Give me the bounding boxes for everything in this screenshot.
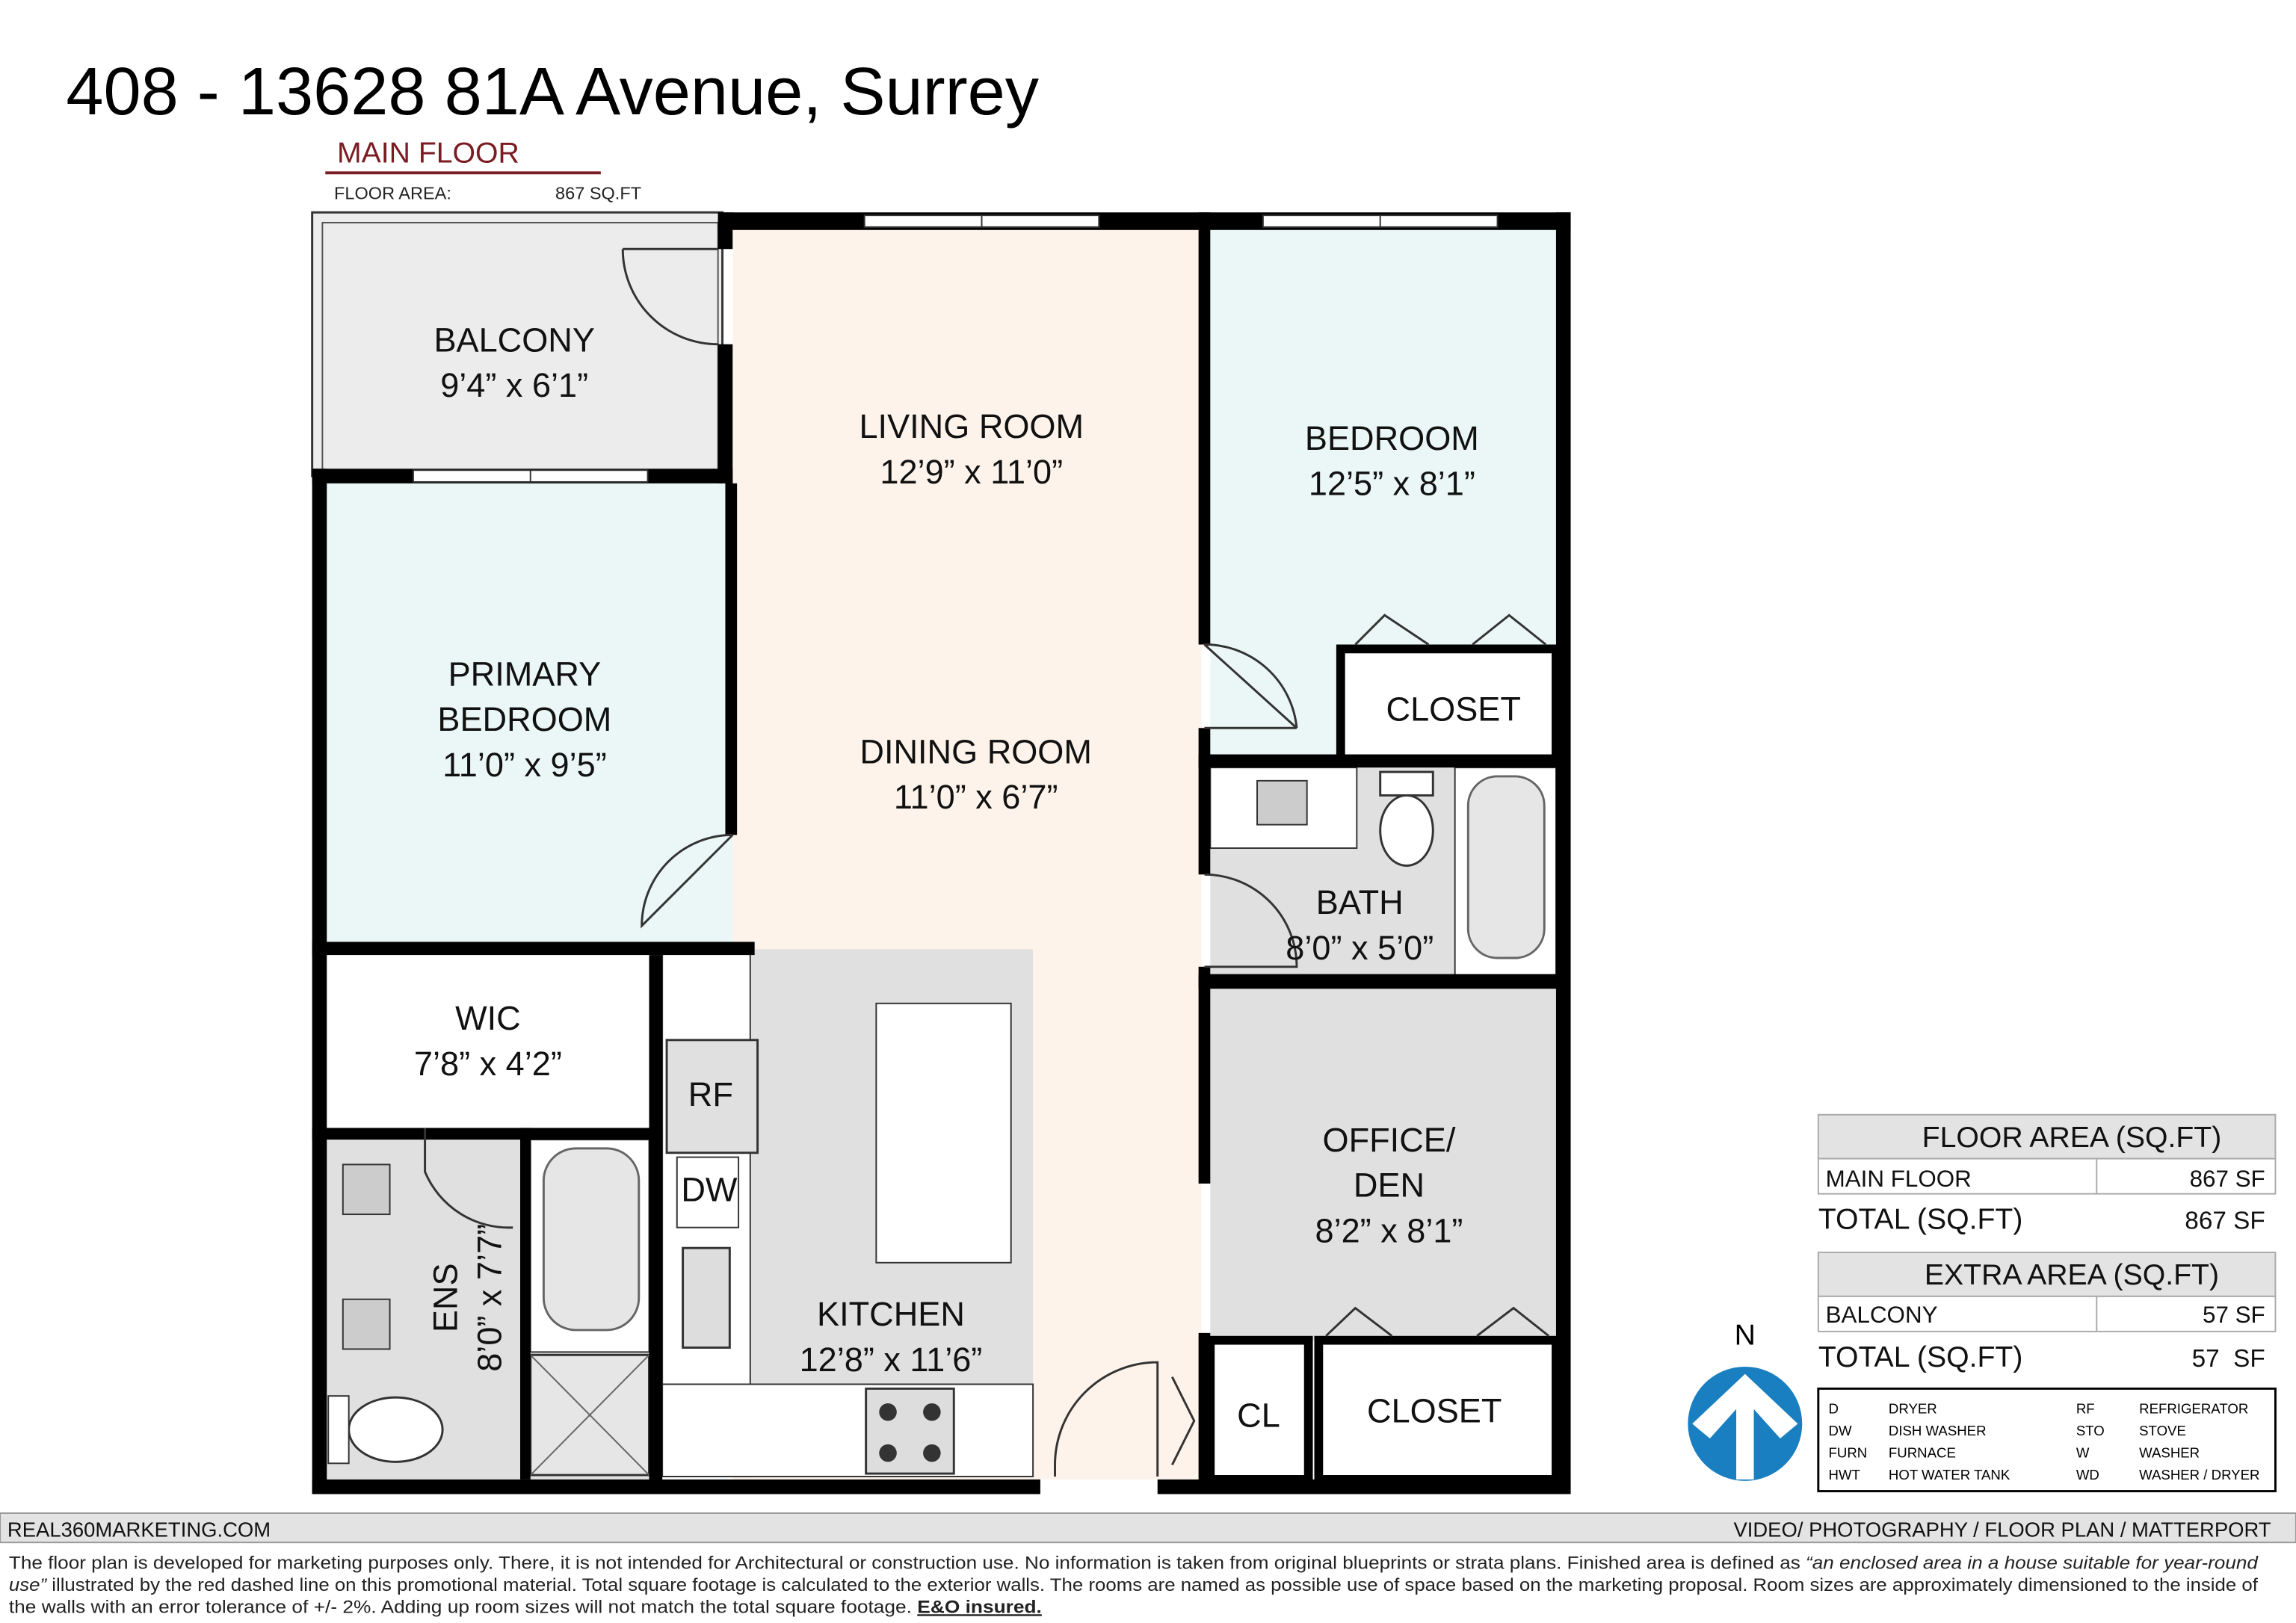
legend-code: FURN bbox=[1829, 1444, 1868, 1460]
total-extra-label: TOTAL (SQ.FT) bbox=[1818, 1341, 2023, 1373]
living-room-name: LIVING ROOM bbox=[860, 407, 1084, 445]
balcony-size: 9’4” x 6’1” bbox=[440, 366, 588, 404]
door-swings bbox=[424, 247, 1550, 1477]
main-floor-value: 867 SF bbox=[2190, 1166, 2265, 1192]
page-title: 408 - 13628 81A Avenue, Surrey bbox=[66, 54, 1039, 129]
legend-desc: REFRIGERATOR bbox=[2139, 1401, 2248, 1417]
disclaimer-line-3: the walls with an error tolerance of +/-… bbox=[9, 1597, 917, 1617]
disclaimer-quote-1: “an enclosed area in a house suitable fo… bbox=[1806, 1553, 2259, 1573]
floor-label: MAIN FLOOR bbox=[337, 137, 519, 170]
legend-desc: HOT WATER TANK bbox=[1889, 1467, 2010, 1483]
legend-code: HWT bbox=[1829, 1467, 1860, 1483]
bath-size: 8’0” x 5’0” bbox=[1286, 929, 1434, 967]
legend-desc: DRYER bbox=[1889, 1401, 1937, 1417]
floor-area-table: FLOOR AREA (SQ.FT) MAIN FLOOR 867 SF TOT… bbox=[1817, 1113, 2277, 1236]
legend-code: WD bbox=[2076, 1467, 2099, 1483]
extra-area-header: EXTRA AREA (SQ.FT) bbox=[1925, 1259, 2219, 1291]
main-floor-label: MAIN FLOOR bbox=[1826, 1166, 1972, 1192]
dining-room-size: 11’0” x 6’7” bbox=[894, 778, 1058, 816]
insured-note: E&O insured. bbox=[917, 1597, 1042, 1617]
wic-size: 7’8” x 4’2” bbox=[414, 1045, 562, 1083]
legend-desc: DISH WASHER bbox=[1889, 1423, 1987, 1438]
kitchen-name: KITCHEN bbox=[817, 1295, 965, 1333]
footer-services: VIDEO/ PHOTOGRAPHY / FLOOR PLAN / MATTER… bbox=[1733, 1518, 2271, 1541]
bedroom-size: 12’5” x 8’1” bbox=[1309, 465, 1475, 503]
dining-room-name: DINING ROOM bbox=[860, 732, 1092, 770]
refrigerator-label: RF bbox=[688, 1075, 733, 1113]
primary-bedroom-name-2: BEDROOM bbox=[437, 700, 611, 738]
balcony-area-value: 57 SF bbox=[2203, 1302, 2265, 1328]
ensuite-size: 8’0” x 7’7” bbox=[471, 1224, 509, 1372]
legend-code: W bbox=[2076, 1444, 2090, 1460]
compass-label: N bbox=[1735, 1320, 1756, 1352]
total-extra-value: 57 SF bbox=[2192, 1345, 2265, 1373]
disclaimer-line-1: The floor plan is developed for marketin… bbox=[9, 1553, 1806, 1573]
windows bbox=[412, 214, 1499, 483]
floor-area-header: FLOOR AREA (SQ.FT) bbox=[1922, 1122, 2222, 1154]
extra-area-table: EXTRA AREA (SQ.FT) BALCONY 57 SF TOTAL (… bbox=[1817, 1252, 2277, 1373]
legend-desc: STOVE bbox=[2139, 1423, 2186, 1438]
svg-text:use” illustrated by the red da: use” illustrated by the red dashed line … bbox=[9, 1575, 2258, 1595]
closet-name: CLOSET bbox=[1386, 690, 1521, 728]
legend-code: DW bbox=[1829, 1423, 1852, 1438]
disclaimer-line-2: illustrated by the red dashed line on th… bbox=[46, 1575, 2258, 1595]
footer-website-link[interactable]: REAL360MARKETING.COM bbox=[7, 1518, 271, 1541]
floor-area-value: 867 SQ.FT bbox=[555, 184, 641, 203]
footer-bar: REAL360MARKETING.COM VIDEO/ PHOTOGRAPHY … bbox=[0, 1512, 2296, 1544]
balcony-area-label: BALCONY bbox=[1826, 1302, 1938, 1328]
office-size: 8’2” x 8’1” bbox=[1315, 1211, 1463, 1249]
wic-name: WIC bbox=[455, 999, 521, 1037]
north-compass-icon: N bbox=[1688, 1320, 1803, 1481]
legend-code: RF bbox=[2076, 1401, 2095, 1417]
legend-desc: FURNACE bbox=[1889, 1444, 1956, 1460]
bath-name: BATH bbox=[1316, 883, 1404, 921]
floor-label-underline bbox=[325, 171, 601, 175]
floor-area-label: FLOOR AREA: bbox=[334, 184, 451, 203]
svg-text:The floor plan is developed fo: The floor plan is developed for marketin… bbox=[9, 1553, 2259, 1573]
total-floor-value: 867 SF bbox=[2185, 1208, 2265, 1235]
kitchen-size: 12’8” x 11’6” bbox=[800, 1341, 983, 1379]
primary-bedroom-size: 11’0” x 9’5” bbox=[442, 746, 607, 784]
cl-name: CL bbox=[1237, 1396, 1280, 1434]
office-name-1: OFFICE/ bbox=[1323, 1121, 1456, 1159]
disclaimer: The floor plan is developed for marketin… bbox=[9, 1553, 2259, 1617]
disclaimer-quote-2: use” bbox=[9, 1575, 47, 1595]
ensuite-name: ENS bbox=[427, 1263, 465, 1332]
legend-code: STO bbox=[2076, 1423, 2105, 1438]
dishwasher-label: DW bbox=[681, 1170, 738, 1208]
total-floor-label: TOTAL (SQ.FT) bbox=[1818, 1204, 2023, 1236]
legend-desc: WASHER bbox=[2139, 1444, 2200, 1460]
closet-2-name: CLOSET bbox=[1367, 1391, 1502, 1429]
living-room-size: 12’9” x 11’0” bbox=[880, 453, 1063, 491]
balcony-name: BALCONY bbox=[433, 321, 594, 359]
room-fills bbox=[311, 211, 1561, 1484]
svg-text:the walls with an error tolera: the walls with an error tolerance of +/-… bbox=[9, 1597, 1042, 1617]
office-name-2: DEN bbox=[1354, 1166, 1425, 1205]
legend-desc: WASHER / DRYER bbox=[2139, 1467, 2259, 1483]
primary-bedroom-name-1: PRIMARY bbox=[448, 655, 602, 693]
abbreviation-legend: D DRYER DW DISH WASHER FURN FURNACE HWT HOT WAT… bbox=[1817, 1387, 2277, 1493]
bedroom-name: BEDROOM bbox=[1305, 419, 1479, 457]
legend-code: D bbox=[1829, 1401, 1839, 1417]
